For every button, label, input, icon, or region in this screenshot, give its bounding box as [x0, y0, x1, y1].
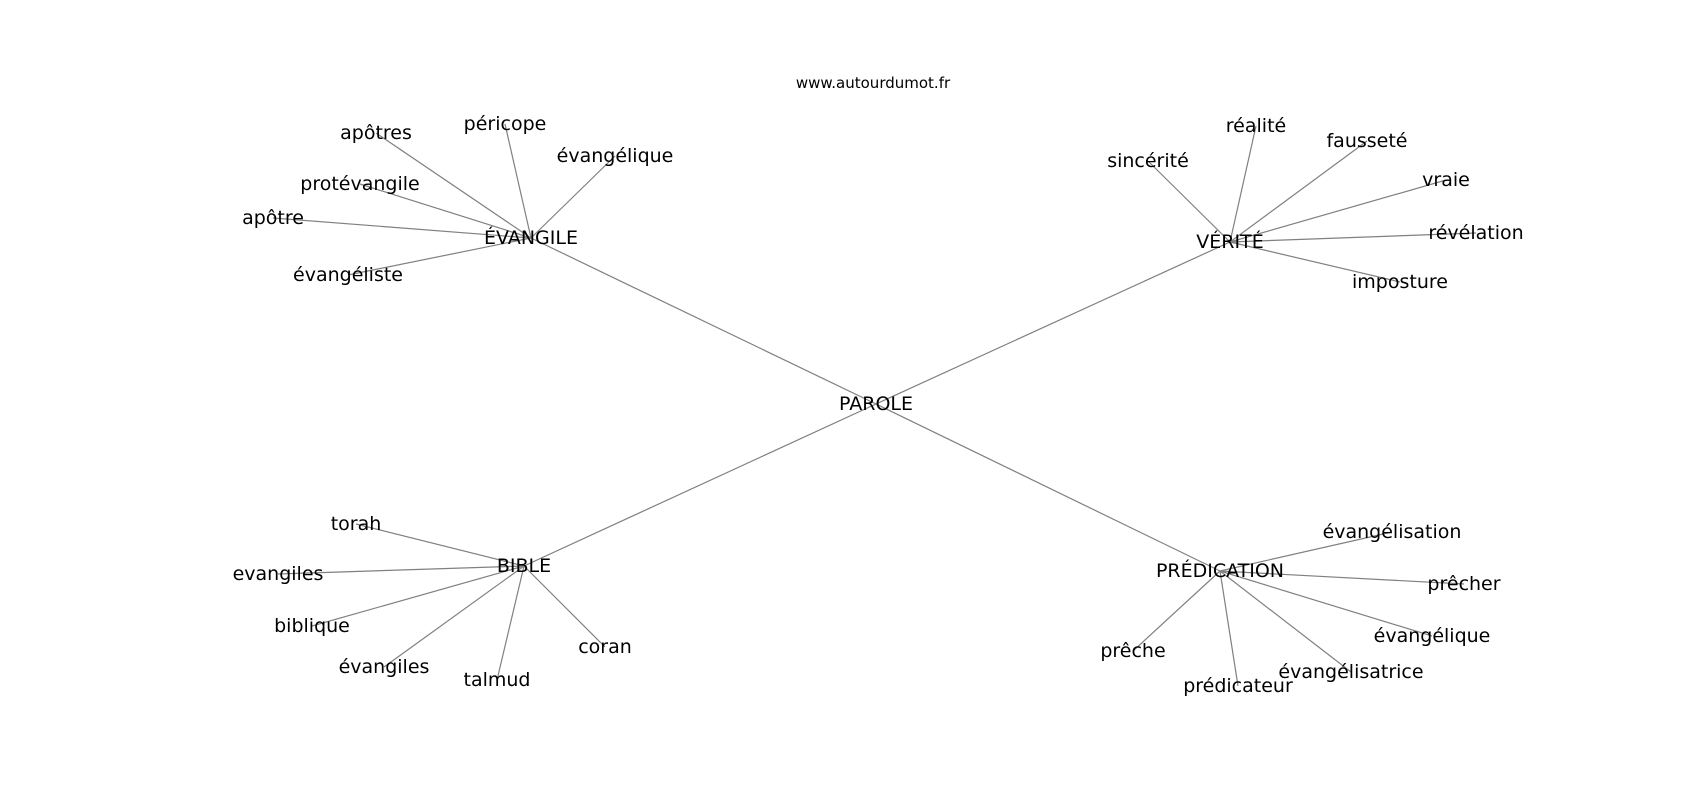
edge-center-group [875, 403, 1221, 572]
edge-group-word [277, 565, 525, 575]
word-node-label: imposture [1352, 271, 1448, 293]
edge-group-word [530, 155, 616, 239]
edge-group-word [1229, 232, 1477, 243]
word-node-label: évangélique [1374, 625, 1491, 647]
edge-group-word [1229, 241, 1401, 283]
group-node-label: BIBLE [497, 555, 551, 577]
edge-layer [272, 123, 1477, 687]
edge-group-word [383, 565, 525, 668]
edge-group-word [496, 565, 525, 681]
edge-group-word [1219, 531, 1393, 572]
edge-center-group [530, 237, 877, 405]
word-node-label: évangélisatrice [1278, 661, 1423, 683]
word-node-label: apôtre [242, 207, 304, 229]
word-node-label: torah [331, 513, 382, 535]
edge-group-word [1219, 570, 1465, 585]
word-node-label: péricope [464, 113, 547, 135]
word-node-label: évangélique [557, 145, 674, 167]
edge-group-word [1219, 570, 1239, 687]
word-node-label: biblique [274, 615, 350, 637]
edge-center-group [875, 241, 1231, 405]
edge-group-word [1229, 140, 1368, 243]
word-node-label: évangélisation [1323, 521, 1462, 543]
word-node-label: réalité [1226, 115, 1286, 137]
center-node-label: PAROLE [839, 393, 913, 415]
edge-group-word [359, 183, 532, 239]
group-node-label: ÉVANGILE [484, 226, 578, 249]
word-node-label: apôtres [340, 122, 412, 144]
word-node-label: prédicateur [1183, 675, 1293, 697]
group-node-label: VÉRITÉ [1196, 230, 1263, 253]
word-node-label: evangiles [233, 563, 324, 585]
edge-group-word [1147, 160, 1231, 243]
word-node-label: talmud [464, 669, 531, 691]
edge-group-word [504, 123, 532, 239]
word-node-label: évangéliste [293, 264, 403, 286]
edge-group-word [347, 237, 532, 276]
word-node-label: révélation [1428, 222, 1523, 244]
label-layer: www.autourdumot.fr PAROLEÉVANGILEapôtres… [233, 74, 1524, 697]
edge-group-word [355, 523, 525, 567]
watermark: www.autourdumot.fr [796, 74, 951, 92]
word-node-label: évangiles [339, 656, 430, 678]
edge-group-word [311, 565, 525, 627]
edge-group-word [523, 565, 606, 648]
edge-group-word [1229, 179, 1447, 243]
edge-center-group [523, 403, 877, 567]
edge-group-word [1132, 570, 1221, 652]
word-node-label: sincérité [1107, 150, 1189, 172]
word-node-label: prêcher [1427, 573, 1500, 595]
word-node-label: protévangile [300, 173, 419, 195]
word-node-label: prêche [1100, 640, 1165, 662]
word-node-label: fausseté [1326, 130, 1407, 152]
edge-group-word [1229, 125, 1257, 243]
edge-group-word [375, 132, 532, 239]
word-node-label: vraie [1422, 169, 1470, 191]
edge-group-word [1219, 570, 1352, 673]
group-node-label: PRÉDICATION [1156, 559, 1284, 582]
edge-group-word [272, 217, 532, 239]
edge-group-word [1219, 570, 1433, 637]
word-node-label: coran [578, 636, 632, 658]
